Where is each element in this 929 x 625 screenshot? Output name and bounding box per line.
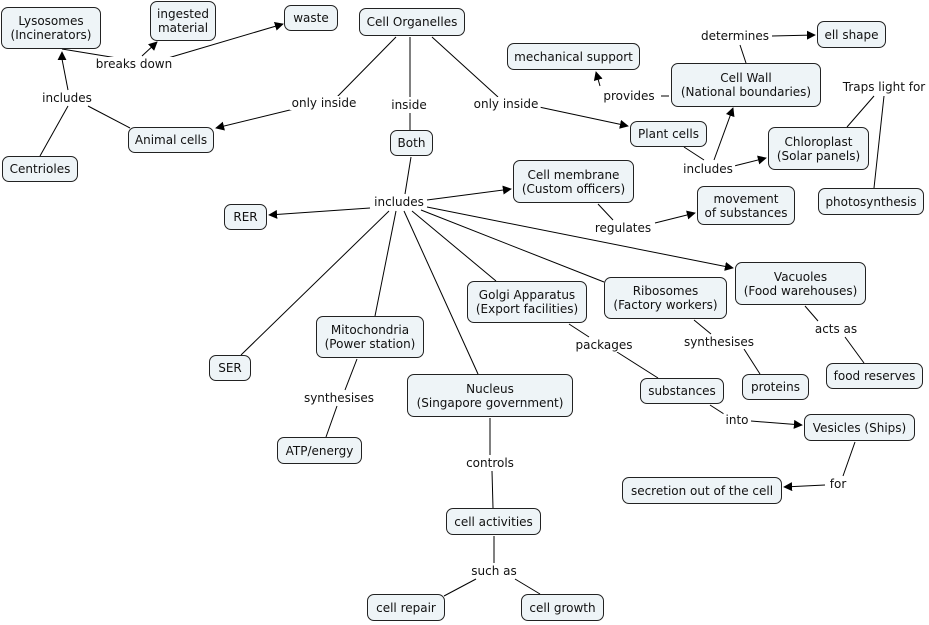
edge-to-animal-cells: [215, 108, 295, 131]
edge-photosynthesis-to-traps: [873, 95, 885, 189]
link-inside-both: inside: [389, 98, 429, 112]
node-cell-membrane[interactable]: Cell membrane (Custom officers): [513, 160, 634, 203]
node-animal-cells[interactable]: Animal cells: [128, 127, 214, 153]
edge-to-vesicles: [750, 419, 803, 429]
edge-to-cell-wall: [713, 107, 735, 161]
edge-packages-to-substances: [616, 351, 659, 379]
edge-to-chloroplast: [733, 155, 767, 167]
edge-includes-to-breaks: [61, 58, 69, 91]
edge-to-cell-repair: [443, 578, 477, 597]
edge-vesicles-to-for: [842, 441, 856, 477]
node-nucleus[interactable]: Nucleus (Singapore government): [407, 374, 573, 417]
link-regulates: regulates: [592, 221, 654, 235]
node-cell-activities[interactable]: cell activities: [446, 508, 541, 535]
link-only-inside-animal: only inside: [289, 96, 359, 110]
edge-animal-to-includes: [87, 105, 131, 129]
link-traps-light-for: Traps light for: [840, 80, 928, 94]
node-vacuoles[interactable]: Vacuoles (Food warehouses): [735, 262, 866, 305]
edge-plant-to-includes: [683, 146, 705, 161]
node-mechanical-support[interactable]: mechanical support: [507, 43, 640, 70]
node-rer[interactable]: RER: [224, 204, 267, 230]
node-cell-shape[interactable]: ell shape: [817, 21, 886, 48]
edge-to-plant-cells: [538, 106, 629, 129]
node-substances[interactable]: substances: [640, 378, 724, 404]
edge-to-cell-membrane: [426, 185, 512, 201]
edge-mito-to-synthesises: [344, 358, 358, 391]
edge-to-mechanical-support: [593, 71, 603, 87]
link-only-inside-plant: only inside: [471, 97, 541, 111]
node-cell-repair[interactable]: cell repair: [367, 594, 445, 621]
edge-synthesises-to-proteins: [743, 348, 761, 375]
edge-to-cell-shape: [771, 30, 816, 40]
node-plant-cells[interactable]: Plant cells: [630, 121, 707, 147]
node-ser[interactable]: SER: [209, 355, 251, 381]
edge-membrane-to-regulates: [597, 203, 614, 221]
node-lysosomes[interactable]: Lysosomes (Incinerators): [1, 7, 101, 49]
node-cell-wall[interactable]: Cell Wall (National boundaries): [671, 63, 821, 107]
edge-chloroplast-to-traps: [846, 95, 875, 128]
node-movement-of-substances[interactable]: movement of substances: [697, 186, 795, 225]
edge-organelles-to-only-inside-p: [431, 36, 499, 98]
edge-vacuoles-to-acts-as: [804, 305, 819, 322]
node-proteins[interactable]: proteins: [742, 374, 809, 400]
node-photosynthesis[interactable]: photosynthesis: [818, 188, 924, 215]
node-mitochondria[interactable]: Mitochondria (Power station): [316, 316, 424, 358]
edge-to-ingested-material: [141, 41, 158, 57]
link-provides: provides: [601, 89, 657, 103]
edge-to-movement: [654, 210, 696, 224]
node-food-reserves[interactable]: food reserves: [826, 363, 923, 389]
edge-organelles-to-only-inside-a: [336, 36, 397, 98]
node-ribosomes[interactable]: Ribosomes (Factory workers): [604, 277, 727, 319]
node-ingested-material[interactable]: ingested material: [150, 1, 216, 41]
edge-both-to-includes: [404, 156, 412, 195]
link-breaks-down: breaks down: [93, 57, 175, 71]
link-controls: controls: [464, 456, 516, 470]
link-includes-plant: includes: [681, 162, 735, 176]
node-secretion[interactable]: secretion out of the cell: [622, 477, 782, 504]
node-vesicles[interactable]: Vesicles (Ships): [804, 414, 915, 441]
node-cell-growth[interactable]: cell growth: [521, 594, 604, 621]
edge-to-ribosomes: [420, 209, 605, 283]
link-includes-animal: includes: [40, 91, 94, 105]
link-synthesises-ribosomes: synthesises: [681, 335, 757, 349]
edge-substances-to-into: [709, 404, 725, 415]
edge-wall-to-determines: [739, 44, 747, 64]
edge-to-waste: [167, 21, 284, 59]
link-synthesises-mitochondria: synthesises: [301, 391, 377, 405]
edge-to-golgi: [411, 210, 497, 282]
node-waste[interactable]: waste: [284, 5, 338, 31]
edge-to-cell-growth: [514, 578, 541, 595]
node-centrioles[interactable]: Centrioles: [2, 156, 78, 182]
edge-ribosomes-to-synthesises: [693, 319, 712, 335]
link-for: for: [827, 477, 849, 491]
node-both[interactable]: Both: [390, 130, 433, 156]
edge-controls-to-activities: [491, 470, 494, 509]
node-chloroplast[interactable]: Chloroplast (Solar panels): [768, 127, 869, 170]
edge-acts-as-to-food: [844, 336, 865, 364]
link-includes-both: includes: [372, 195, 426, 209]
link-determines: determines: [698, 29, 772, 43]
edge-breaks-down-to-lysosomes: [61, 48, 118, 59]
edge-to-secretion: [783, 482, 826, 492]
edge-to-mitochondria: [374, 210, 397, 317]
edge-centrioles-to-includes: [39, 105, 69, 157]
edge-golgi-to-packages: [568, 323, 590, 338]
edge-to-rer: [268, 207, 371, 219]
link-acts-as: acts as: [812, 322, 860, 336]
edge-to-nucleus: [403, 210, 479, 375]
node-atp-energy[interactable]: ATP/energy: [277, 437, 362, 464]
link-packages: packages: [573, 338, 635, 352]
node-cell-organelles[interactable]: Cell Organelles: [359, 8, 465, 36]
link-into: into: [723, 413, 751, 427]
edge-to-ser: [240, 210, 390, 356]
edge-synthesises-to-atp: [325, 405, 338, 438]
node-golgi-apparatus[interactable]: Golgi Apparatus (Export facilities): [467, 281, 587, 323]
edge-to-vacuoles: [426, 206, 734, 271]
link-such-as: such as: [469, 564, 519, 578]
